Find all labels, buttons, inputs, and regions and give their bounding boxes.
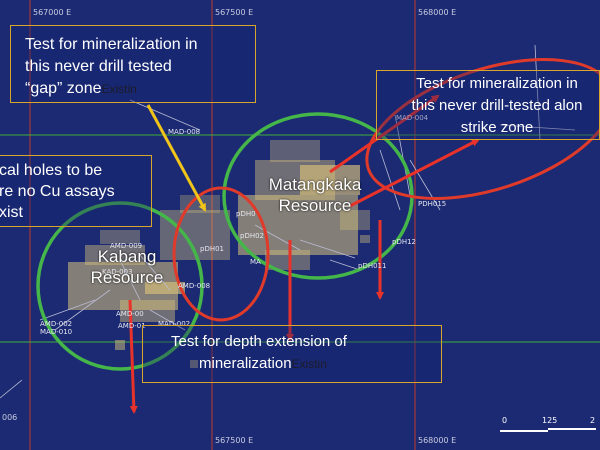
easting-label: 567500 E [215,8,254,17]
drill-hole-label: MA [250,258,261,266]
drill-hole-label: pDH01 [200,245,225,253]
overlap-text: Existin [291,357,327,371]
resource-name: Kabang [97,247,157,266]
drill-hole-label: MAD-002 [158,320,191,328]
resource-name: Matangkaka [268,175,362,194]
matangkaka-resource-label: Matangkaka Resource [250,174,380,216]
callout-line: Test for mineralization in [416,75,578,92]
callout-line: Test for depth extension of [171,333,347,350]
target-arrows [128,94,480,414]
callout-line: this never drill tested [25,58,172,75]
callout-line: “gap” zoneExistin [25,78,255,100]
scale-label: 0 [502,416,508,425]
strike-arrow-2 [349,138,480,208]
kabang-ellipse [36,201,204,371]
drill-hole-label: AMD-002 [40,320,73,328]
scale-bar [500,428,596,432]
strike-zone-ellipse [365,58,600,200]
overlap-text: Existin [101,82,137,96]
callout-line: cal holes to be [0,162,103,179]
resource-word: Resource [90,268,164,287]
drill-hole-label: AMD-008 [178,282,211,290]
easting-label: 567500 E [215,436,254,445]
callout-text: mineralization [199,355,292,372]
callout-text: “gap” zone [25,80,102,97]
mineralization-blocks [68,140,370,368]
gap-zone-ellipse [172,186,270,322]
drill-hole-label: pDH02 [240,232,265,240]
easting-label: 567000 E [33,8,72,17]
callout-line: Test for mineralization in [25,36,198,53]
vertical-holes-callout: cal holes to be re no Cu assays xist [0,155,152,227]
depth-arrow-1 [128,299,138,414]
scale-label: 2 [590,416,596,425]
resource-word: Resource [278,196,352,215]
target-ellipses [172,58,600,322]
drill-traces [0,44,576,399]
callout-line: mineralizationExistin [171,353,441,375]
callout-line: this never drill-tested alon [411,97,583,114]
drill-hole-label: pDH011 [358,262,387,270]
callout-line: re no Cu assays [0,183,115,200]
drill-hole-label: AMD-00 [116,310,144,318]
strike-zone-callout: Test for mineralization in this never dr… [376,70,600,140]
drill-hole-label: AMD-01 [118,322,146,330]
depth-extension-callout: Test for depth extension of mineralizati… [142,325,442,383]
drill-hole-label: AMD-009 [110,242,143,250]
callout-line: strike zone [460,119,534,136]
scale-label: 125 [542,416,558,425]
easting-label: 568000 E [418,8,457,17]
strike-arrow-1 [329,94,440,174]
drill-hole-label: pDH12 [392,238,417,246]
drill-hole-label: KAD-003 [102,268,133,276]
easting-label: 568000 E [418,436,457,445]
drill-hole-label: pDH0 [236,210,256,218]
edge-label: 006 [2,413,18,422]
gap-zone-callout: Test for mineralization in this never dr… [10,25,256,103]
drill-hole-label: MAD-010 [40,328,73,336]
drill-hole-label: PDH015 [418,200,447,208]
gap-arrow [146,104,207,212]
callout-line: xist [0,204,23,221]
drill-hole-label: MAD-008 [168,128,201,136]
kabang-resource-label: Kabang Resource [72,246,182,288]
drill-hole-label: MAD-004 [396,114,429,122]
